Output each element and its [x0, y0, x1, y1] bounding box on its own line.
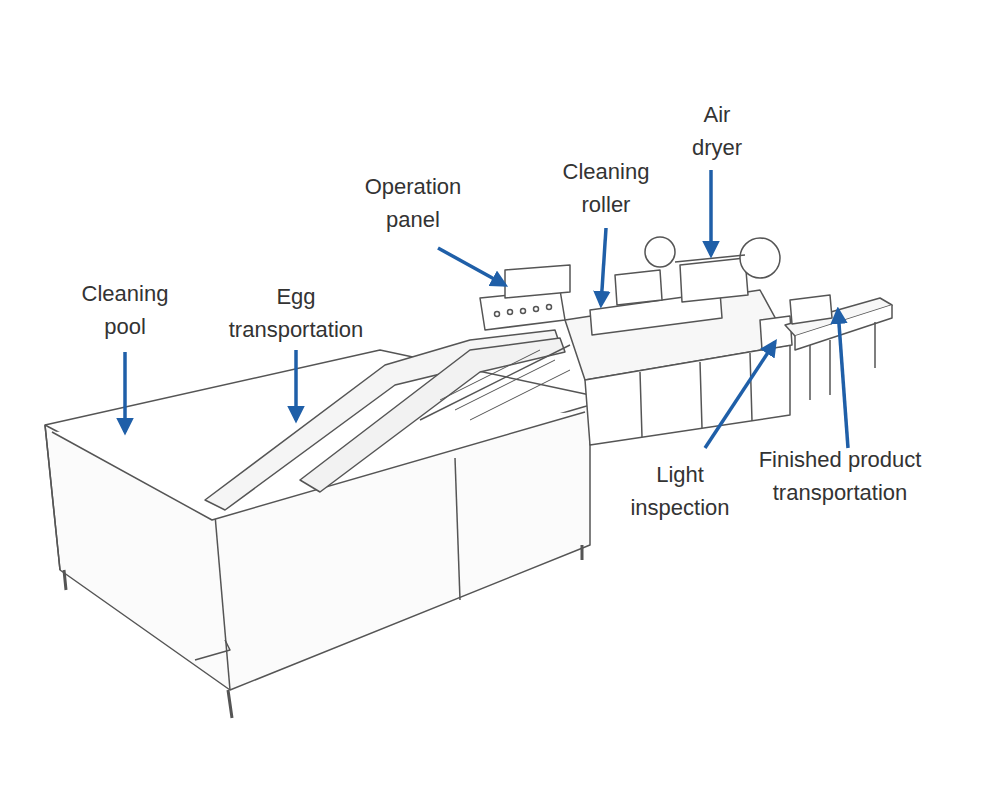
machine-lines	[45, 237, 892, 718]
callout-label: Air dryer	[677, 98, 757, 164]
callout-label: Light inspection	[610, 458, 750, 524]
callout-label: Cleaning roller	[546, 155, 666, 221]
callout-label: Egg transportation	[216, 280, 376, 346]
callout-label: Operation panel	[343, 170, 483, 236]
callout-label: Cleaning pool	[60, 277, 190, 343]
leader-arrows	[125, 170, 848, 448]
callout-label: Finished product transportation	[747, 443, 933, 509]
